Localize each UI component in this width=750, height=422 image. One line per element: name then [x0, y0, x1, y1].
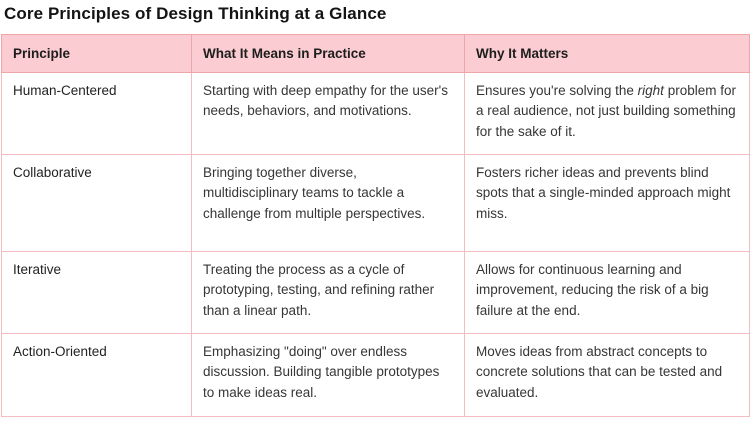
- practice-cell: Starting with deep empathy for the user'…: [191, 72, 465, 155]
- table-row: Action-Oriented Emphasizing "doing" over…: [1, 333, 750, 417]
- why-text-pre: Ensures you're solving the: [476, 83, 638, 98]
- table-row: Iterative Treating the process as a cycl…: [1, 251, 750, 334]
- design-thinking-table: Principle What It Means in Practice Why …: [1, 34, 750, 417]
- table-header-row: Principle What It Means in Practice Why …: [1, 34, 750, 73]
- why-text-emphasis: right: [637, 83, 664, 98]
- practice-cell: Emphasizing "doing" over endless discuss…: [191, 333, 465, 417]
- column-header-principle: Principle: [1, 34, 192, 73]
- practice-cell: Bringing together diverse, multidiscipli…: [191, 154, 465, 252]
- principle-cell: Action-Oriented: [1, 333, 192, 417]
- why-text-post: problem for a real audience, not just bu…: [476, 83, 736, 139]
- column-header-practice: What It Means in Practice: [191, 34, 465, 73]
- column-header-why: Why It Matters: [464, 34, 750, 73]
- why-cell: Fosters richer ideas and prevents blind …: [464, 154, 750, 252]
- why-cell: Allows for continuous learning and impro…: [464, 251, 750, 334]
- page-title: Core Principles of Design Thinking at a …: [4, 4, 387, 23]
- practice-cell: Treating the process as a cycle of proto…: [191, 251, 465, 334]
- principle-cell: Collaborative: [1, 154, 192, 252]
- principle-cell: Human-Centered: [1, 72, 192, 155]
- principle-cell: Iterative: [1, 251, 192, 334]
- why-cell: Ensures you're solving the right problem…: [464, 72, 750, 155]
- table-row: Human-Centered Starting with deep empath…: [1, 72, 750, 155]
- table-row: Collaborative Bringing together diverse,…: [1, 154, 750, 252]
- why-cell: Moves ideas from abstract concepts to co…: [464, 333, 750, 417]
